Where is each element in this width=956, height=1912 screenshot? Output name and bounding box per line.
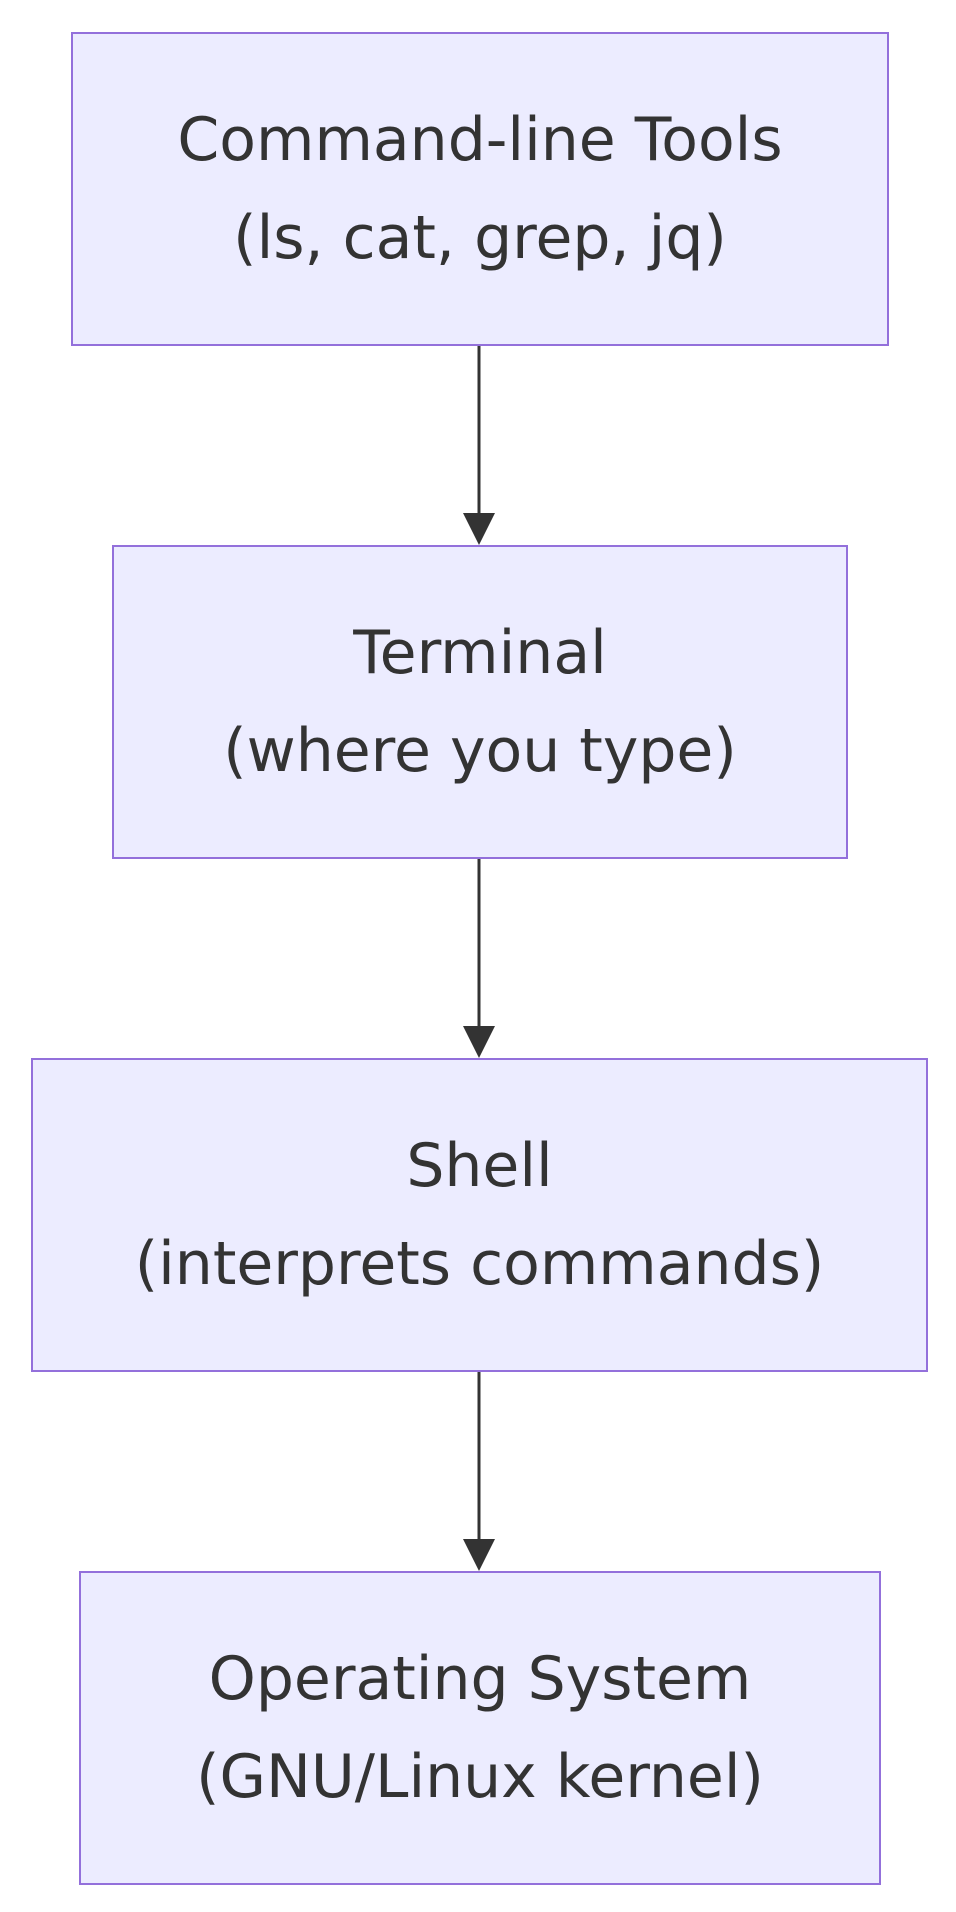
node-title: Terminal bbox=[353, 618, 607, 688]
arrowhead-icon bbox=[463, 1026, 495, 1058]
edge-terminal-to-shell bbox=[463, 859, 495, 1058]
arrowhead-icon bbox=[463, 1539, 495, 1571]
node-subtitle: (where you type) bbox=[223, 716, 737, 786]
node-shell: Shell (interprets commands) bbox=[31, 1058, 928, 1372]
edge-tools-to-terminal bbox=[463, 346, 495, 545]
node-command-line-tools: Command-line Tools (ls, cat, grep, jq) bbox=[71, 32, 889, 346]
node-subtitle: (interprets commands) bbox=[134, 1229, 825, 1299]
node-title: Shell bbox=[406, 1131, 553, 1201]
node-title: Operating System bbox=[208, 1644, 752, 1714]
node-operating-system: Operating System (GNU/Linux kernel) bbox=[79, 1571, 881, 1885]
arrowhead-icon bbox=[463, 513, 495, 545]
node-subtitle: (ls, cat, grep, jq) bbox=[233, 203, 727, 273]
node-subtitle: (GNU/Linux kernel) bbox=[196, 1742, 764, 1812]
node-title: Command-line Tools bbox=[177, 105, 783, 175]
node-terminal: Terminal (where you type) bbox=[112, 545, 848, 859]
edge-shell-to-os bbox=[463, 1372, 495, 1571]
